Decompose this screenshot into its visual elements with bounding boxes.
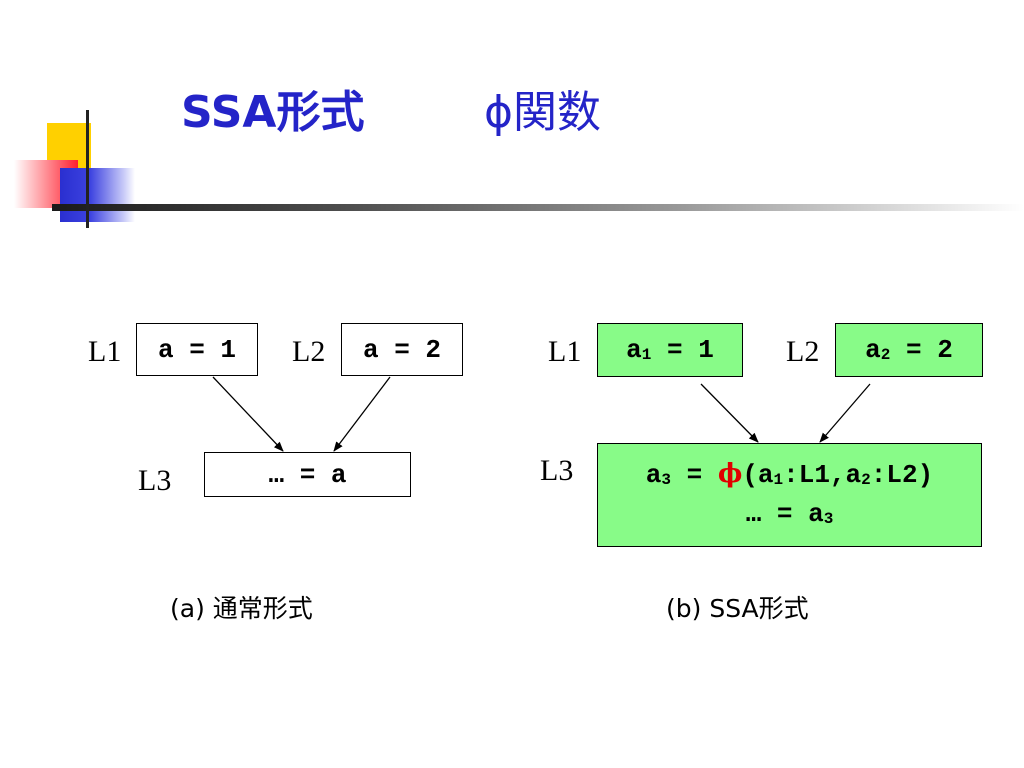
arrow-a-l2-l3 (333, 376, 391, 452)
label-l1: L1 (548, 335, 582, 368)
block-ssa-l1-code: a1 = 1 (626, 335, 714, 365)
block-ssa-l2-code: a2 = 2 (865, 335, 953, 365)
block-l1: a = 1 (136, 323, 258, 376)
caption-ssa-form: (b) SSA形式 (666, 594, 809, 623)
arrow-a-l1-l3 (212, 376, 284, 452)
decor-vertical-line (86, 110, 89, 228)
title-underline (52, 204, 1024, 211)
arrow-b-l2-l3 (819, 383, 871, 443)
use-line: … = a3 (745, 498, 834, 529)
phi-assignment-line: a3 = ϕ(a1:L1,a2:L2) (645, 458, 934, 490)
block-l3-code: … = a (268, 459, 347, 490)
phi-function-symbol: ϕ (717, 458, 743, 489)
arrow-b-l1-l3 (700, 383, 759, 443)
block-l3: … = a (204, 452, 411, 497)
label-l1: L1 (88, 335, 122, 368)
block-l2-code: a = 2 (362, 334, 441, 365)
label-l2: L2 (292, 335, 326, 368)
decor-blue-square (60, 168, 135, 222)
label-l3: L3 (540, 454, 574, 487)
block-ssa-l3: a3 = ϕ(a1:L1,a2:L2) … = a3 (597, 443, 982, 547)
slide-title: SSA形式 (181, 87, 365, 138)
slide-subtitle: ϕ関数 (484, 87, 602, 138)
block-l1-code: a = 1 (157, 334, 236, 365)
block-l2: a = 2 (341, 323, 463, 376)
label-l2: L2 (786, 335, 820, 368)
block-ssa-l1: a1 = 1 (597, 323, 743, 377)
block-ssa-l2: a2 = 2 (835, 323, 983, 377)
label-l3: L3 (138, 464, 172, 497)
caption-normal-form: (a) 通常形式 (170, 594, 313, 623)
